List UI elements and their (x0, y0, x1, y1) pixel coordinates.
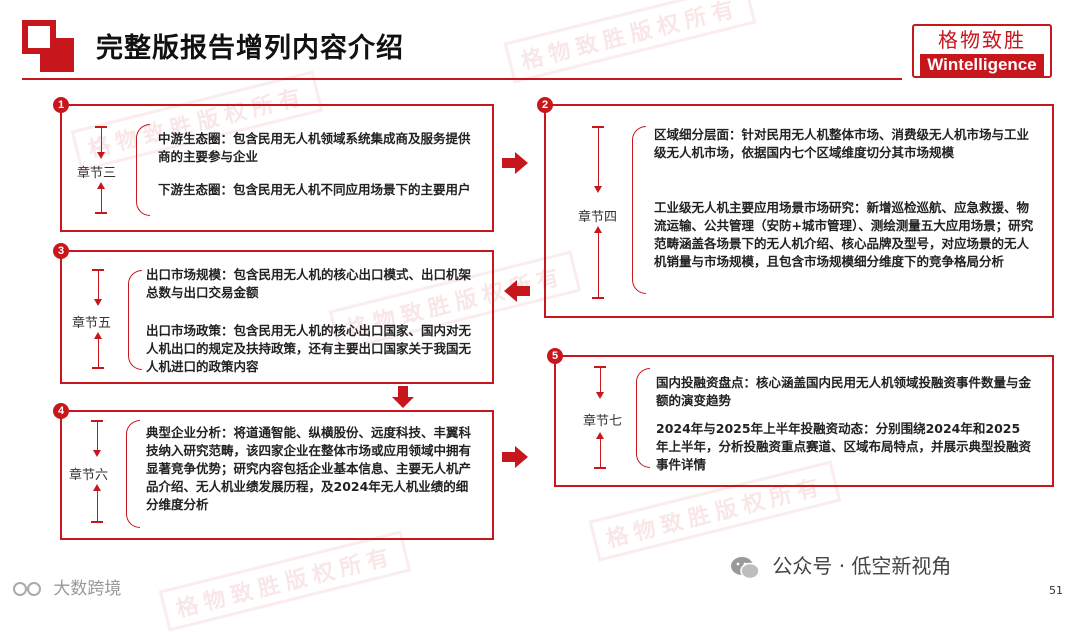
marker-line (600, 367, 601, 393)
brand-name-en: Wintelligence (920, 54, 1044, 76)
marker-line (98, 339, 99, 367)
section-number-badge: 5 (547, 348, 563, 364)
logo-mark (22, 20, 74, 72)
marker-line (598, 127, 599, 187)
section-paragraph: 工业级无人机主要应用场景市场研究：新增巡检巡航、应急救援、物流运输、公共管理（安… (654, 200, 1034, 269)
brace (632, 126, 646, 294)
section-paragraph: 出口市场政策：包含民用无人机的核心出口国家、国内对无人机出口的规定及扶持政策，还… (146, 323, 472, 374)
section-paragraph: 下游生态圈：包含民用无人机不同应用场景下的主要用户 (158, 182, 471, 197)
section-paragraph: 2024年与2025年上半年投融资动态：分别围绕2024年和2025年上半年，分… (656, 421, 1032, 472)
source-watermark: 大数跨境 (12, 574, 121, 599)
section-paragraph: 中游生态圈：包含民用无人机领域系统集成商及服务提供商的主要参与企业 (158, 131, 471, 164)
marker-line (101, 127, 102, 153)
watermark: 格物致胜版权所有 (503, 0, 757, 84)
source-label: 大数跨境 (53, 579, 122, 599)
brace (636, 368, 650, 468)
marker-tick (92, 367, 104, 369)
marker-line (98, 270, 99, 300)
marker-line (600, 439, 601, 467)
arrow-down-icon (594, 186, 602, 193)
section-box-3 (60, 250, 494, 384)
brace (136, 124, 150, 216)
section-paragraph: 出口市场规模：包含民用无人机的核心出口模式、出口机架总数与出口交易金额 (146, 267, 472, 300)
wechat-account: 公众号 · 低空新视角 (730, 550, 951, 581)
section-box-2 (544, 104, 1054, 318)
chapter-label: 章节七 (583, 414, 623, 429)
arrow-down-icon (596, 392, 604, 399)
chapter-label: 章节六 (69, 468, 109, 483)
section-box-1 (60, 104, 494, 232)
arrow-up-icon (594, 226, 602, 233)
marker-line (598, 233, 599, 297)
section-number-badge: 4 (53, 403, 69, 419)
chapter-label: 章节四 (578, 210, 618, 225)
brand-logo: 格物致胜 Wintelligence (912, 24, 1052, 78)
section-paragraph: 国内投融资盘点：核心涵盖国内民用无人机领域投融资事件数量与金额的演变趋势 (656, 375, 1032, 408)
arrow-down-icon (97, 152, 105, 159)
chapter-label: 章节五 (72, 316, 112, 331)
page-number: 51 (1049, 584, 1063, 597)
marker-tick (592, 297, 604, 299)
section-number-badge: 3 (53, 243, 69, 259)
marker-tick (594, 467, 606, 469)
section-paragraph: 区域细分层面：针对民用无人机整体市场、消费级无人机市场与工业级无人机市场，依据国… (654, 127, 1030, 160)
section-number-badge: 1 (53, 97, 69, 113)
flow-arrow-right-icon (502, 152, 528, 174)
arrow-up-icon (596, 432, 604, 439)
section-box-4 (60, 410, 494, 540)
wechat-icon (731, 556, 760, 579)
arrow-up-icon (97, 182, 105, 189)
page-title: 完整版报告增列内容介绍 (96, 33, 404, 64)
marker-line (101, 188, 102, 212)
arrow-down-icon (94, 299, 102, 306)
chapter-label: 章节三 (77, 166, 117, 181)
section-number-badge: 2 (537, 97, 553, 113)
brace (126, 420, 140, 528)
marker-tick (95, 212, 107, 214)
source-logo-icon (13, 582, 41, 596)
section-box-5 (554, 355, 1054, 487)
watermark: 格物致胜版权所有 (158, 530, 412, 632)
flow-arrow-left-icon (504, 280, 530, 302)
brand-name-cn: 格物致胜 (938, 28, 1026, 52)
marker-line (97, 421, 98, 451)
brace (128, 270, 142, 370)
marker-line (97, 491, 98, 521)
header-divider (22, 78, 902, 80)
flow-arrow-down-icon (392, 386, 414, 408)
arrow-up-icon (93, 484, 101, 491)
wechat-account-name: 公众号 · 低空新视角 (772, 554, 952, 578)
arrow-up-icon (94, 332, 102, 339)
section-paragraph: 典型企业分析：将道通智能、纵横股份、远度科技、丰翼科技纳入研究范畴，该四家企业在… (146, 425, 472, 512)
marker-tick (91, 521, 103, 523)
arrow-down-icon (93, 450, 101, 457)
flow-arrow-right-icon (502, 446, 528, 468)
